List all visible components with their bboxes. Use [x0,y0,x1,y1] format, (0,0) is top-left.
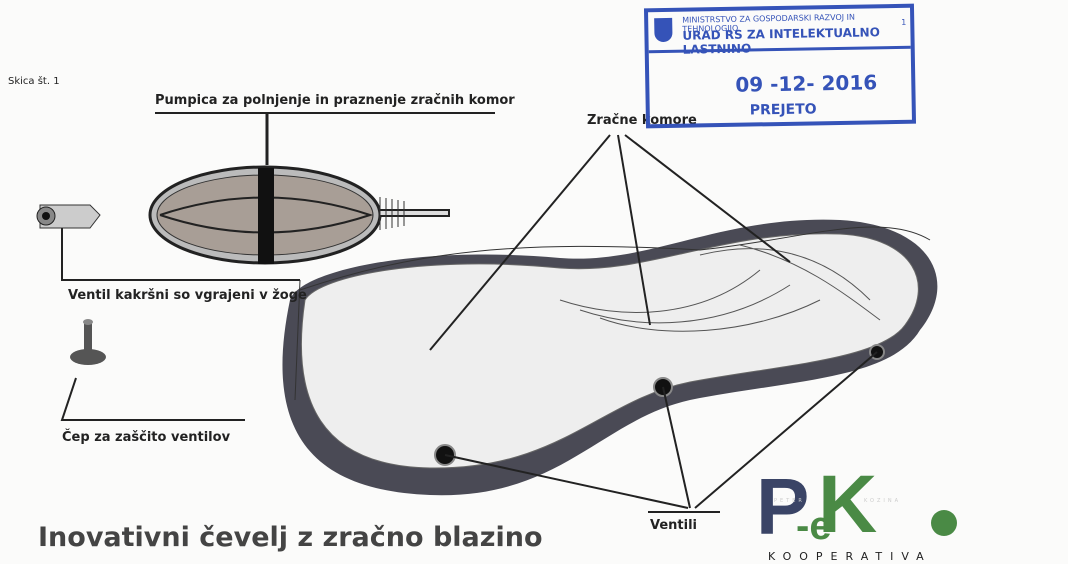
stamp-status: PREJETO [749,101,817,119]
coat-of-arms-icon [654,17,673,43]
received-stamp: MINISTRSTVO ZA GOSPODARSKI RAZVOJ IN TEH… [643,3,917,129]
peko-logo: P K -e PETER KOZINA KOOPERATIVA [756,464,966,564]
pump-icon [148,165,450,265]
chambers-label: Zračne komore [587,113,697,128]
cap-icon [70,319,106,365]
cap-label: Čep za zaščito ventilov [62,430,231,445]
logo-subtitle: KOOPERATIVA [768,550,932,563]
valve-icon [36,204,101,229]
pump-label: Pumpica za polnjenje in praznenje zračni… [155,93,515,108]
stamp-date: 09 -12- 2016 [735,70,878,97]
sketch-number: Skica št. 1 [8,76,60,87]
stamp-number: 1 [901,17,907,27]
valves-label: Ventili [650,518,698,533]
stamp-office: URAD RS ZA INTELEKTUALNO LASTNINO [682,25,880,57]
valve-label: Ventil kakršni so vgrajeni v žoge [68,288,307,303]
page-title: Inovativni čevelj z zračno blazino [38,522,543,553]
shoe-sole [282,219,938,496]
